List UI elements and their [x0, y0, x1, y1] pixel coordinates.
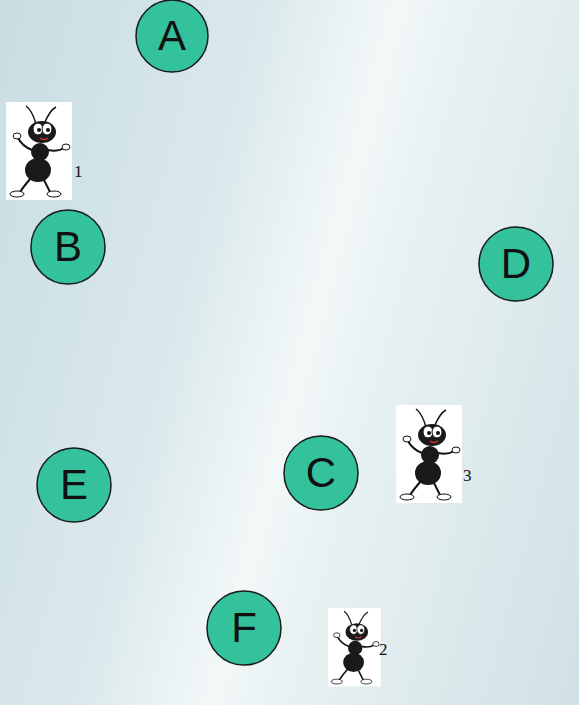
- node-letter: D: [477, 225, 555, 303]
- circle-node: E: [35, 446, 113, 524]
- circle-node: C: [282, 434, 360, 512]
- callout-number: 3: [463, 466, 472, 486]
- circle-node: A: [134, 0, 210, 74]
- circle-node: B: [29, 208, 107, 286]
- node-letter: B: [29, 208, 107, 286]
- node-letter: E: [35, 446, 113, 524]
- ant-figure: [6, 102, 72, 200]
- node-letter: C: [282, 434, 360, 512]
- circle-node: F: [205, 589, 283, 667]
- node-letter: A: [134, 0, 210, 74]
- callout-number: 1: [74, 162, 83, 182]
- node-letter: F: [205, 589, 283, 667]
- ant-figure: [396, 405, 462, 503]
- circle-node: D: [477, 225, 555, 303]
- callout-number: 2: [379, 640, 388, 660]
- ant-figure: [328, 608, 381, 686]
